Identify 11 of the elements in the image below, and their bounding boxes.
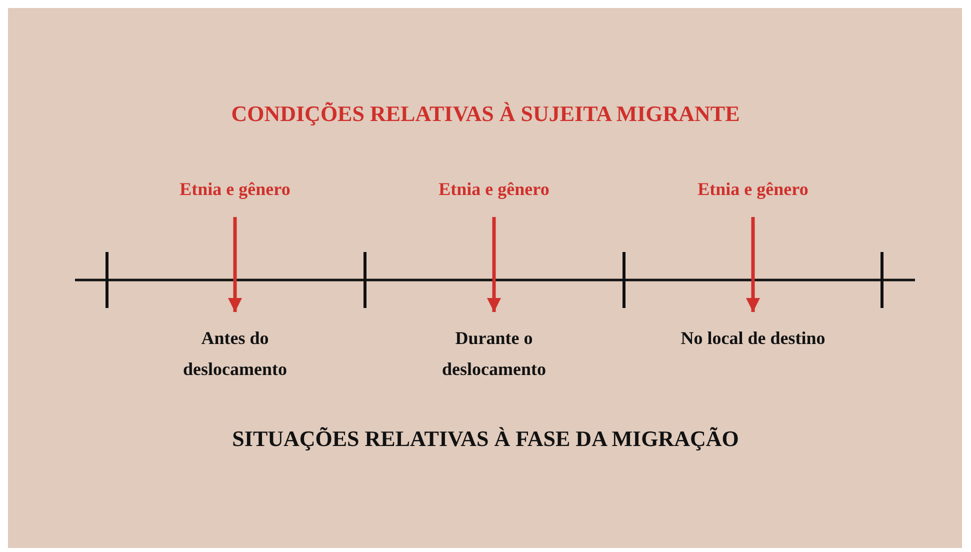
caption: SITUAÇÕES RELATIVAS À FASE DA MIGRAÇÃO bbox=[231, 426, 740, 452]
arrow bbox=[487, 217, 501, 312]
arrow bbox=[228, 217, 242, 312]
phase-label: Durante o deslocamento bbox=[414, 314, 574, 385]
condition-label: Etnia e gênero bbox=[683, 174, 823, 217]
phase-label: No local de destino bbox=[653, 314, 853, 354]
phase-label: Antes do deslocamento bbox=[155, 314, 315, 385]
condition-label: Etnia e gênero bbox=[424, 174, 564, 217]
condition-label: Etnia e gênero bbox=[165, 174, 305, 217]
arrow bbox=[746, 217, 760, 312]
title: CONDIÇÕES RELATIVAS À SUJEITA MIGRANTE bbox=[230, 101, 741, 127]
